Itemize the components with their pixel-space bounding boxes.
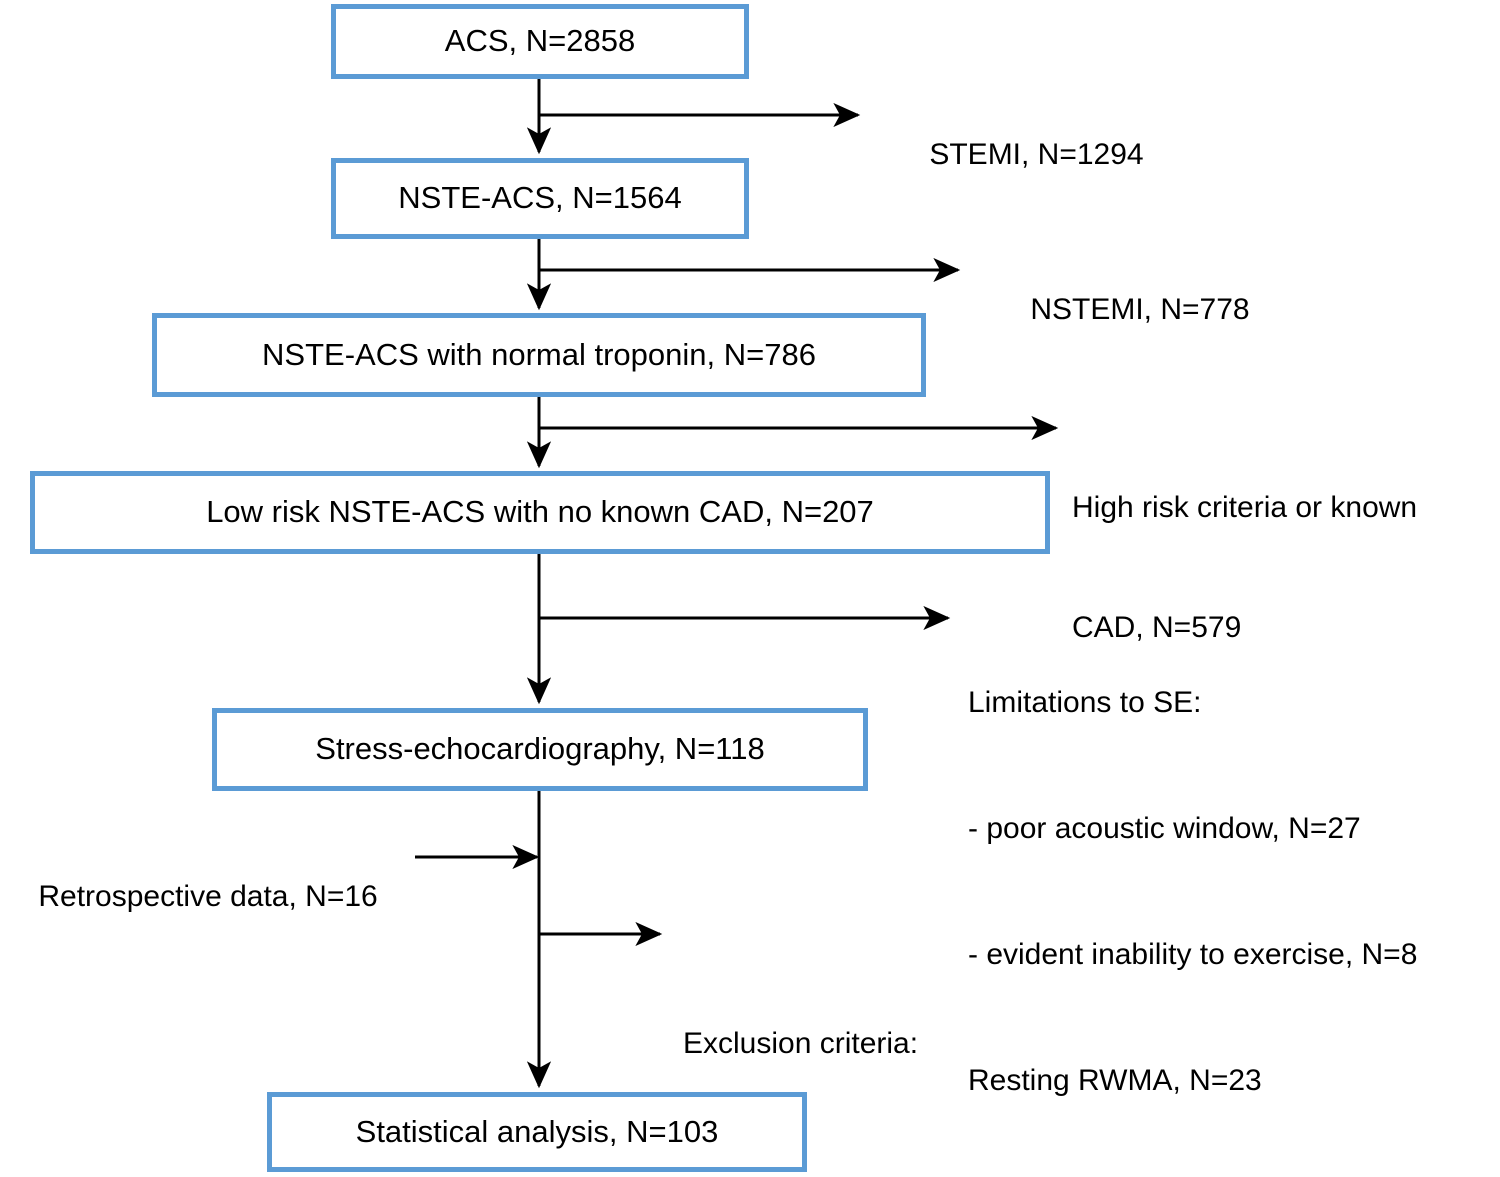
label-limitations-block: Limitations to SE: - poor acoustic windo… (968, 598, 1417, 1177)
node-acs-label: ACS, N=2858 (444, 23, 636, 59)
label-exclusion-criteria-block: Exclusion criteria: - inconclusive tests… (683, 914, 1343, 1177)
node-statistical-analysis-label: Statistical analysis, N=103 (355, 1113, 719, 1149)
label-nstemi-exclusion: NSTEMI, N=778 (997, 250, 1250, 370)
label-retrospective-data: Retrospective data, N=16 (5, 837, 378, 957)
node-stress-echocardiography-label: Stress-echocardiography, N=118 (315, 731, 765, 767)
node-low-risk-nste-acs-label: Low risk NSTE-ACS with no known CAD, N=2… (206, 494, 874, 530)
label-retrospective-text: Retrospective data, N=16 (38, 880, 378, 913)
node-normal-troponin[interactable]: NSTE-ACS with normal troponin, N=786 (152, 313, 926, 397)
node-acs[interactable]: ACS, N=2858 (331, 4, 749, 79)
label-nstemi-text: NSTEMI, N=778 (1030, 293, 1250, 326)
label-limitations-item-3: Resting RWMA, N=23 (968, 1064, 1262, 1097)
node-nste-acs[interactable]: NSTE-ACS, N=1564 (331, 158, 749, 239)
label-high-risk-line2: CAD, N=579 (1072, 611, 1242, 644)
label-high-risk-line1: High risk criteria or known (1072, 491, 1418, 524)
label-limitations-item-2: - evident inability to exercise, N=8 (968, 938, 1418, 971)
node-statistical-analysis[interactable]: Statistical analysis, N=103 (267, 1092, 807, 1172)
node-normal-troponin-label: NSTE-ACS with normal troponin, N=786 (262, 336, 816, 372)
label-limitations-title: Limitations to SE: (968, 686, 1202, 719)
label-stemi-exclusion: STEMI, N=1294 (896, 95, 1144, 215)
label-exclusion-title: Exclusion criteria: (683, 1027, 919, 1060)
node-stress-echocardiography[interactable]: Stress-echocardiography, N=118 (212, 708, 868, 791)
label-high-risk-exclusion: High risk criteria or known CAD, N=579 (1072, 408, 1417, 728)
label-limitations-item-1: - poor acoustic window, N=27 (968, 812, 1361, 845)
node-low-risk-nste-acs[interactable]: Low risk NSTE-ACS with no known CAD, N=2… (30, 471, 1050, 554)
node-nste-acs-label: NSTE-ACS, N=1564 (398, 180, 682, 216)
label-stemi-text: STEMI, N=1294 (929, 138, 1144, 171)
